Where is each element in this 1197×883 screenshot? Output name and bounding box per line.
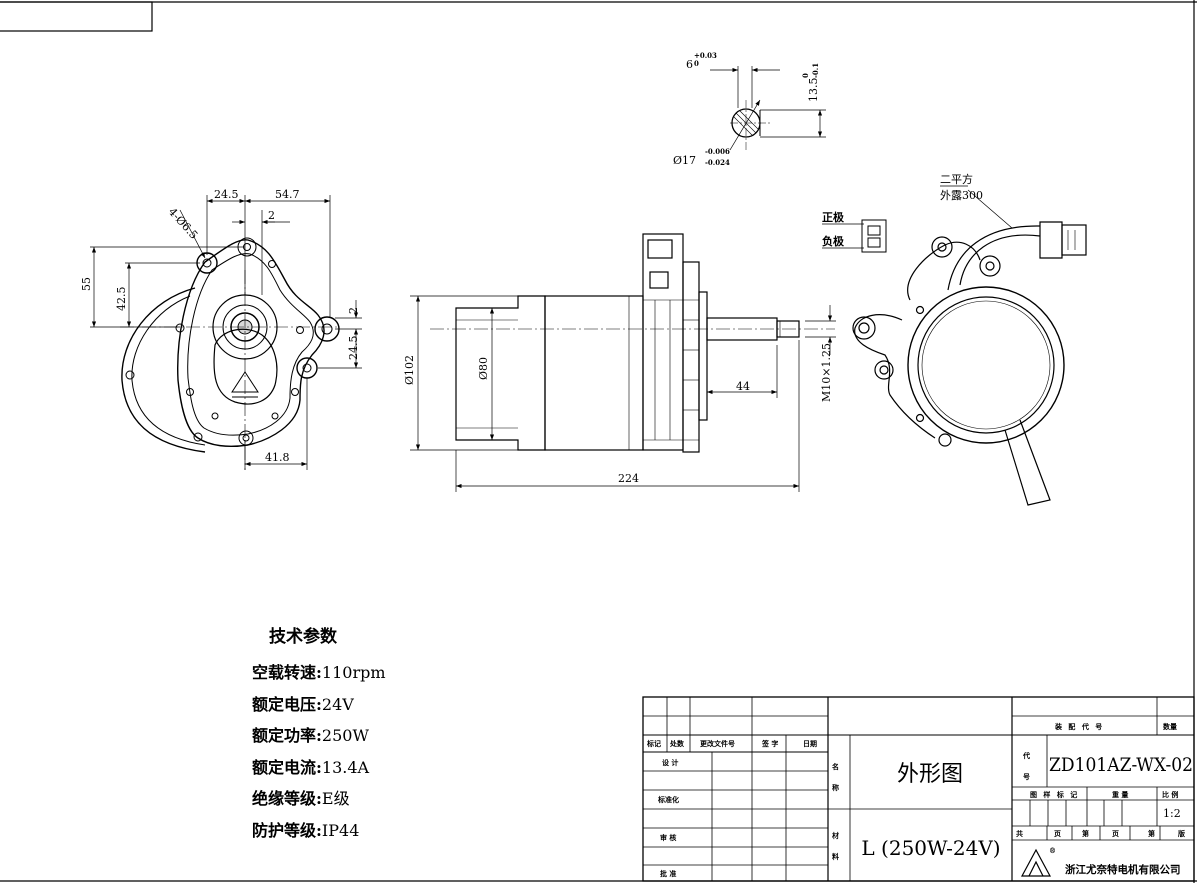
- sheets-total: 共: [1016, 829, 1023, 838]
- role-approve: 批 准: [660, 869, 676, 878]
- dim-shaft-dia: Ø17: [673, 154, 696, 167]
- sheets-no: 第: [1082, 829, 1089, 838]
- dim-thread: M10×1.25: [820, 343, 833, 402]
- assembly-code-label: 装 配 代 号: [1054, 722, 1104, 731]
- spec-value: 110rpm: [321, 663, 386, 682]
- stage-label: 图 样 标 记: [1030, 790, 1079, 799]
- drawing-name: 外形图: [897, 762, 963, 787]
- spec-value: 24V: [321, 694, 354, 714]
- role-design: 设 计: [662, 758, 678, 767]
- dim-key-tol-upper: +0.03: [694, 51, 717, 60]
- spec-row: 额定电压:24V: [252, 689, 386, 721]
- spec-row: 额定电流:13.4A: [252, 752, 386, 784]
- dim-24-5-top: 24.5: [214, 188, 239, 201]
- rear-view: [852, 185, 1087, 506]
- dim-flat-depth: 13.5: [807, 78, 820, 103]
- connector-detail: [822, 219, 887, 253]
- dim-2-right: 2: [347, 307, 360, 314]
- connector-labels: 正极 负极 二平方 外露300: [822, 172, 983, 248]
- title-block-lines: [642, 696, 1195, 882]
- wire-type-label: 二平方: [940, 172, 973, 186]
- dim-24-5-right: 24.5: [347, 336, 360, 361]
- sheets-version-no: 第: [1148, 829, 1155, 838]
- dim-2-top: 2: [268, 209, 275, 222]
- front-view-dimensions: [90, 195, 362, 470]
- title-block-text: 标记 处数 更改文件号 签 字 日期 设 计 标准化 审 核 批 准 名称 外形…: [646, 722, 1193, 878]
- drawing-code: ZD101AZ-WX-02: [1049, 754, 1193, 776]
- spec-row: 绝缘等级:E级: [252, 783, 386, 815]
- dim-54-7: 54.7: [275, 188, 300, 201]
- rev-header-count: 处数: [669, 739, 685, 748]
- dim-dia-102: Ø102: [403, 355, 416, 385]
- dim-flat-tol-upper: 0: [801, 73, 810, 78]
- positive-label: 正极: [822, 210, 845, 224]
- spec-label: 额定功率:: [252, 726, 322, 745]
- corner-box: [0, 1, 153, 32]
- front-view: [120, 237, 340, 470]
- sheets-version: 版: [1178, 829, 1185, 838]
- front-view-dim-text: 24.5 54.7 2 4-Ø6.5 55 42.5 2 24.5 41.8: [80, 188, 360, 464]
- rev-header-sign: 签 字: [761, 739, 778, 748]
- shaft-section-detail: [710, 66, 826, 151]
- dim-shaft-tol-lower: -0.024: [705, 158, 730, 167]
- scale-label: 比 例: [1162, 790, 1178, 799]
- sheets-page-2: 页: [1112, 829, 1119, 838]
- company-name: 浙江尤奈特电机有限公司: [1065, 863, 1181, 876]
- side-view: [430, 233, 835, 453]
- spec-label: 额定电压:: [252, 694, 322, 714]
- spec-value: IP44: [321, 820, 360, 840]
- role-review: 审 核: [660, 833, 676, 842]
- side-view-dim-text: Ø102 Ø80 44 M10×1.25 224: [403, 343, 833, 485]
- spec-label: 防护等级:: [252, 820, 322, 840]
- spec-label: 空载转速:: [252, 663, 322, 682]
- dim-hole-spec: 4-Ø6.5: [166, 205, 201, 241]
- registered-mark: ®: [1049, 846, 1056, 855]
- material-value: L (250W-24V): [861, 836, 1000, 860]
- dim-224: 224: [618, 472, 639, 485]
- code-label: 代号: [1023, 751, 1032, 794]
- quantity-label: 数量: [1163, 722, 1177, 731]
- dim-flat-tol-lower: -0.1: [811, 63, 820, 78]
- spec-value: 250W: [321, 726, 369, 745]
- weight-label: 重 量: [1112, 790, 1128, 799]
- spec-row: 防护等级:IP44: [252, 815, 386, 847]
- scale-value: 1:2: [1163, 807, 1181, 820]
- role-standardize: 标准化: [657, 795, 679, 804]
- name-label: 名称: [832, 762, 841, 805]
- shaft-detail-text: 6 +0.03 0 13.5 0 -0.1 Ø17 -0.006 -0.024: [673, 51, 820, 167]
- dim-key-tol-lower: 0: [694, 59, 699, 68]
- rev-header-date: 日期: [803, 739, 817, 748]
- spec-label: 额定电流:: [252, 757, 322, 777]
- negative-label: 负极: [822, 234, 845, 248]
- dim-42-5: 42.5: [115, 287, 128, 312]
- spec-row: 额定功率:250W: [252, 720, 386, 752]
- dim-41-8: 41.8: [265, 451, 290, 464]
- wire-length-label: 外露300: [940, 189, 983, 202]
- dim-shaft-tol-upper: -0.006: [705, 147, 730, 156]
- material-label: 材料: [832, 831, 841, 874]
- rev-header-mark: 标记: [646, 739, 661, 748]
- side-view-dimensions: [410, 295, 836, 492]
- dim-44: 44: [736, 380, 750, 393]
- dim-55: 55: [80, 277, 93, 291]
- rev-header-doc: 更改文件号: [700, 739, 735, 748]
- spec-value: 13.4A: [321, 757, 370, 777]
- spec-label: 绝缘等级:: [252, 789, 322, 808]
- company-logo-icon: [1020, 848, 1052, 877]
- spec-row: 空载转速:110rpm: [252, 657, 386, 689]
- dim-key-width: 6: [686, 58, 693, 71]
- spec-value: E级: [321, 789, 350, 808]
- specs-heading: 技术参数: [269, 627, 337, 647]
- technical-parameters: 技术参数 空载转速:110rpm 额定电压:24V 额定功率:250W 额定电流…: [252, 622, 386, 846]
- dim-dia-80: Ø80: [477, 357, 490, 380]
- sheets-page-1: 页: [1054, 829, 1061, 838]
